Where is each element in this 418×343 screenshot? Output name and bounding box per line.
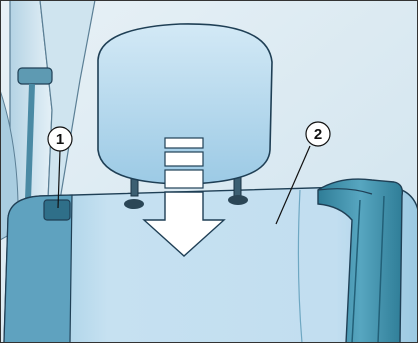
callout-1-label: 1 [56, 131, 64, 148]
belt-buckle-left [44, 200, 70, 220]
belt-guide-icon [18, 68, 52, 84]
callout-2-label: 2 [314, 126, 322, 143]
